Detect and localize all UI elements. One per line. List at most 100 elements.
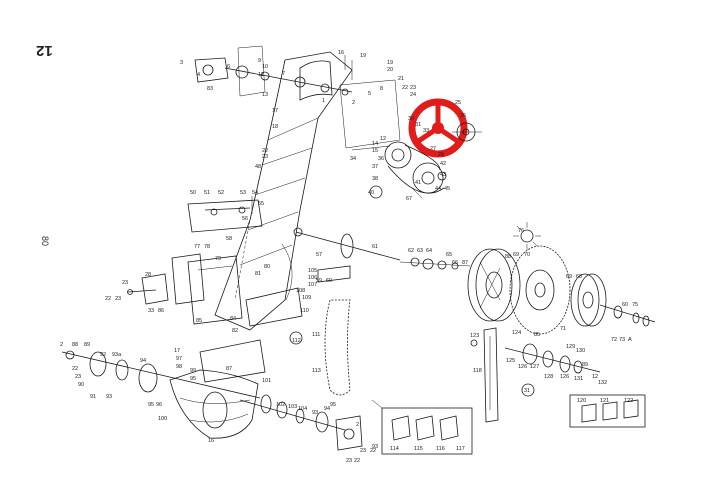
callout: A bbox=[628, 337, 632, 343]
callout: 89 bbox=[84, 342, 90, 348]
callout: 12 bbox=[380, 136, 386, 142]
callout: 112 bbox=[292, 338, 301, 344]
callout: 41 bbox=[415, 180, 421, 186]
callout: 14 bbox=[372, 141, 378, 147]
callout: 30 bbox=[408, 116, 414, 122]
callout: 107 bbox=[308, 282, 317, 288]
callout: 126 bbox=[560, 374, 569, 380]
callout: 2 bbox=[60, 342, 63, 348]
callout: 23 bbox=[346, 458, 352, 464]
callout: 68 bbox=[576, 274, 582, 280]
highlighted-pulley bbox=[408, 98, 468, 158]
callout: 120 bbox=[577, 398, 586, 404]
callout: 23 bbox=[262, 154, 268, 160]
callout: 25 bbox=[455, 100, 461, 106]
callout: 104 bbox=[298, 406, 307, 412]
callout: 52 bbox=[218, 190, 224, 196]
callout: 86 bbox=[158, 308, 164, 314]
callout: 80 bbox=[264, 264, 270, 270]
callout: 93 bbox=[372, 444, 378, 450]
callout: 123 bbox=[470, 333, 479, 339]
callout: 94 bbox=[324, 406, 330, 412]
callout: 96 bbox=[156, 402, 162, 408]
auger-assembly bbox=[61, 350, 363, 451]
sprocket-wheel bbox=[509, 245, 571, 335]
callout: 131 bbox=[574, 376, 583, 382]
callout: 33 bbox=[148, 308, 154, 314]
large-pulley-right bbox=[570, 273, 656, 327]
callout: 23 bbox=[115, 296, 121, 302]
callout: 19 bbox=[360, 53, 366, 59]
callout: 82 bbox=[232, 328, 238, 334]
callout: 11 bbox=[258, 72, 264, 78]
callout: 83 bbox=[207, 86, 213, 92]
callout: 23 bbox=[122, 280, 128, 286]
rotation-symbol bbox=[513, 222, 541, 250]
callout: 18 bbox=[272, 124, 278, 130]
callout: 59 bbox=[316, 278, 322, 284]
callout: 51 bbox=[204, 190, 210, 196]
callout: 22 bbox=[105, 296, 111, 302]
callout: 102 bbox=[276, 402, 285, 408]
callout: 95 bbox=[330, 402, 336, 408]
callout: 126 bbox=[518, 364, 527, 370]
callout: 103 bbox=[288, 404, 297, 410]
callout: 28 bbox=[438, 152, 444, 158]
callout: 4 bbox=[197, 72, 200, 78]
callout: 17 bbox=[174, 348, 180, 354]
inset-box-chain-connectors bbox=[569, 394, 646, 428]
callout: 22 bbox=[262, 148, 268, 154]
side-bracket bbox=[127, 273, 169, 305]
callout: 87 bbox=[226, 366, 232, 372]
inset-box-chain-links bbox=[371, 399, 473, 455]
callout: 88 bbox=[505, 254, 511, 260]
callout: 95 bbox=[190, 376, 196, 382]
callout: 45 bbox=[444, 186, 450, 192]
callout: 22 bbox=[354, 458, 360, 464]
callout: 22 bbox=[370, 448, 376, 454]
callout: 17 bbox=[272, 108, 278, 114]
callout: 122 bbox=[624, 398, 633, 404]
callout: 78 bbox=[204, 244, 210, 250]
callout: 85 bbox=[196, 318, 202, 324]
callout: 132 bbox=[598, 380, 607, 386]
callout: 70 bbox=[524, 252, 530, 258]
callout: 117 bbox=[456, 446, 465, 452]
callout: 124 bbox=[512, 330, 521, 336]
lower-right-hub bbox=[470, 339, 601, 397]
callout: 8 bbox=[380, 86, 383, 92]
mid-bracket bbox=[187, 196, 263, 233]
callout: 84 bbox=[230, 316, 236, 322]
callout: 9 bbox=[258, 58, 261, 64]
callout: 24 bbox=[410, 92, 416, 98]
callout: 55 bbox=[258, 201, 264, 207]
callout: 7 bbox=[282, 71, 285, 77]
callout: 23 bbox=[410, 85, 416, 91]
callout: 62 bbox=[408, 248, 414, 254]
callout: 94 bbox=[140, 358, 146, 364]
callout: 76 bbox=[518, 228, 524, 234]
callout: 121 bbox=[600, 398, 609, 404]
callout: 61 bbox=[372, 244, 378, 250]
callout: 60 bbox=[622, 302, 628, 308]
callout: 110 bbox=[300, 308, 309, 314]
callout: 118 bbox=[473, 368, 482, 374]
callout: 43 bbox=[440, 172, 446, 178]
callout: 31 bbox=[415, 122, 421, 128]
callout: 57 bbox=[316, 252, 322, 258]
callout: 27 bbox=[430, 146, 436, 152]
callout: 98 bbox=[176, 364, 182, 370]
callout: 1 bbox=[322, 98, 325, 104]
callout: 38 bbox=[372, 176, 378, 182]
callout: 26 bbox=[460, 113, 466, 119]
callout: 93a bbox=[112, 352, 122, 358]
chute-housing bbox=[214, 45, 401, 331]
callout: 54 bbox=[252, 190, 258, 196]
callout: 37 bbox=[372, 164, 378, 170]
small-sprocket-26 bbox=[452, 122, 482, 142]
callout: 13 bbox=[262, 92, 268, 98]
callout: 20 bbox=[387, 67, 393, 73]
callout: 91 bbox=[90, 394, 96, 400]
